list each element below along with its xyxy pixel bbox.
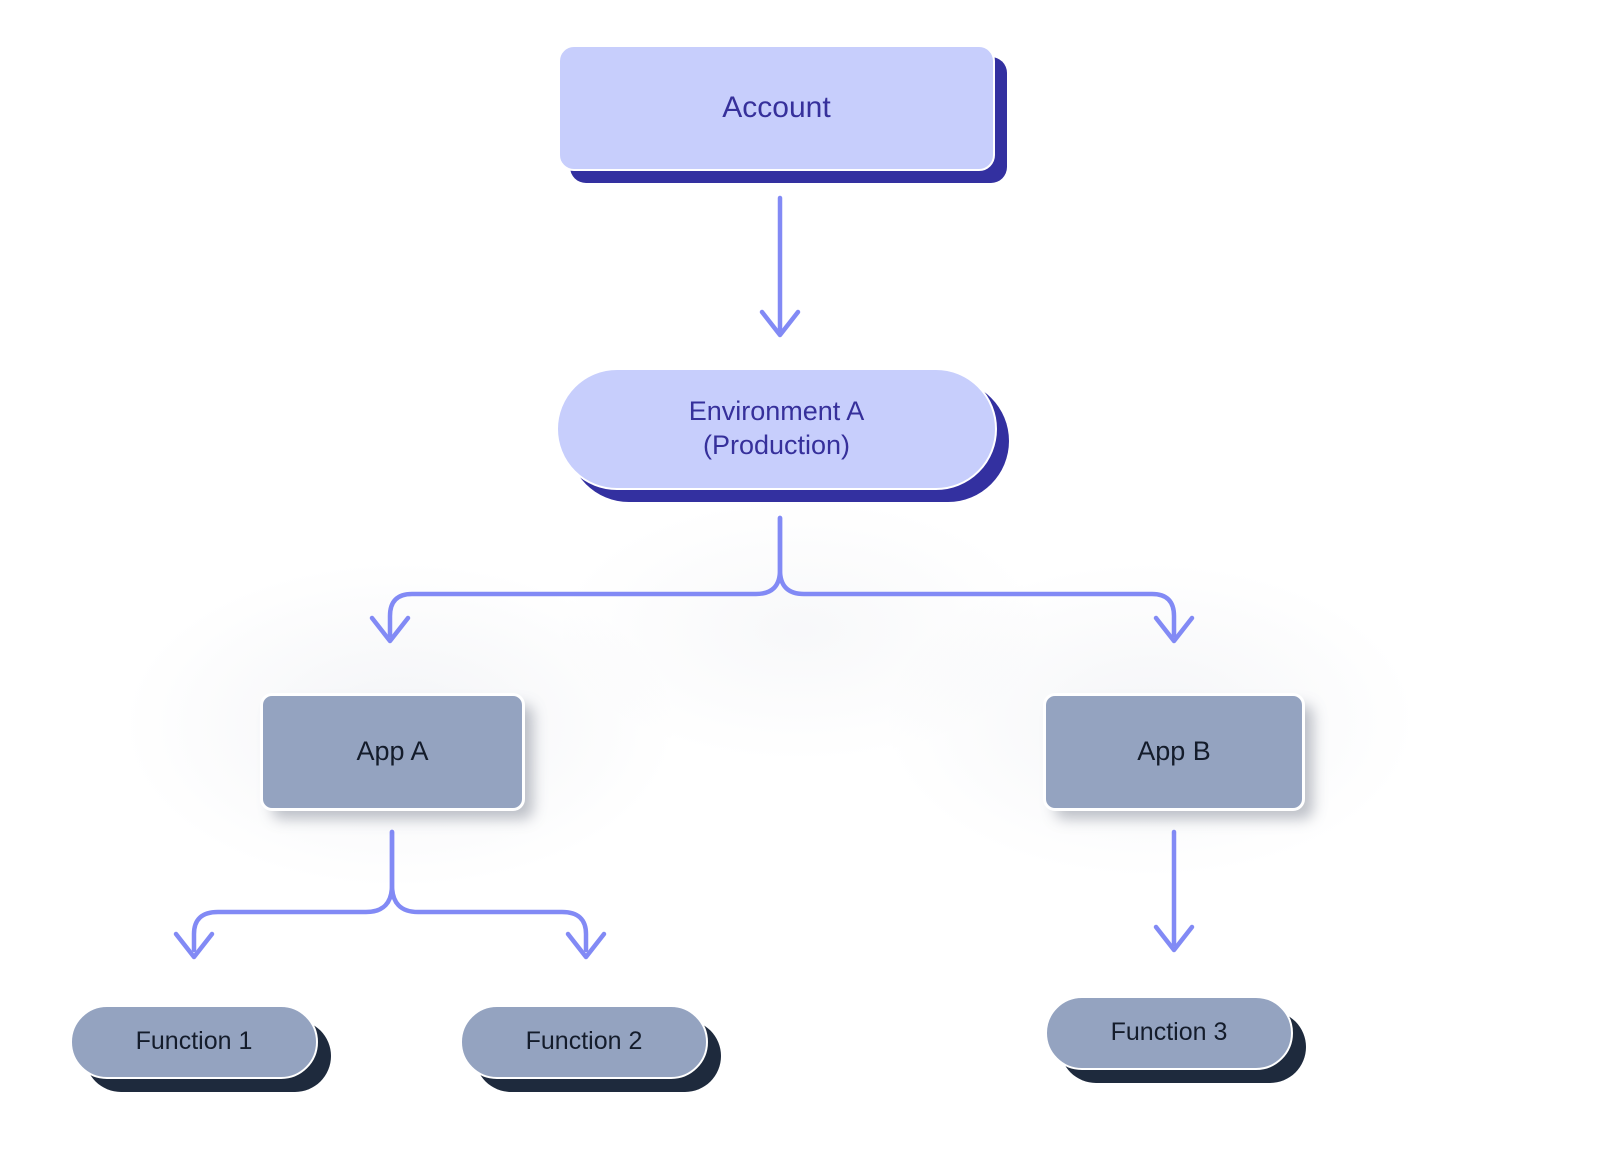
edge-app-b-function-3 [1153,829,1195,953]
edge-app-a-function-1 [173,829,395,960]
node-environment-a[interactable]: Environment A (Production) [556,368,997,490]
edge-environment-a-app-b [777,515,1195,644]
node-function-3[interactable]: Function 3 [1045,996,1293,1070]
edge-account-environment-a [759,195,801,338]
node-function-2[interactable]: Function 2 [460,1005,708,1079]
node-app-a[interactable]: App A [260,693,525,811]
node-account[interactable]: Account [558,45,995,171]
node-app-b[interactable]: App B [1043,693,1305,811]
edge-app-a-function-2 [389,829,607,960]
edge-environment-a-app-a [369,515,783,644]
node-function-1[interactable]: Function 1 [70,1005,318,1079]
